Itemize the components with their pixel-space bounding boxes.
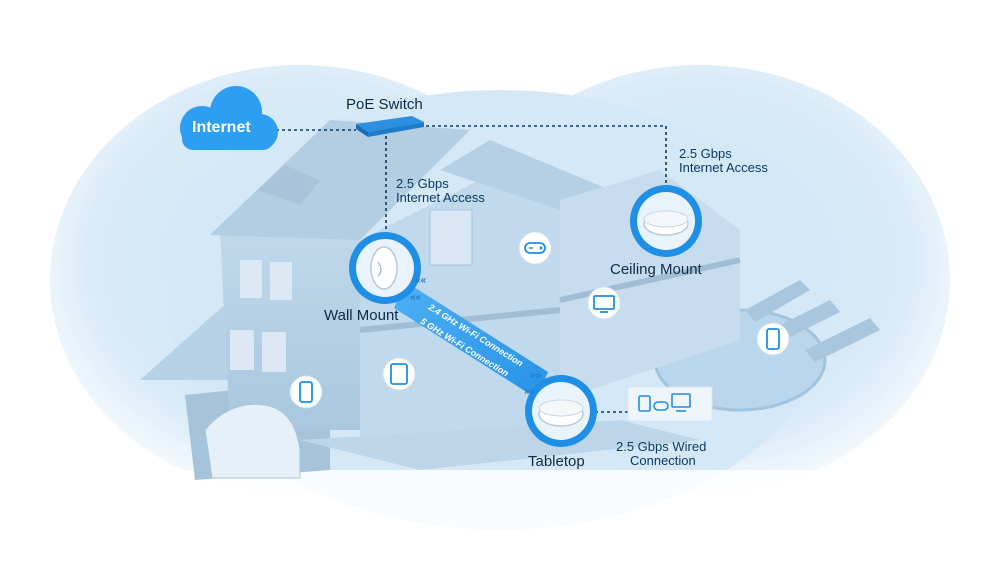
gamepad-icon [653, 401, 669, 411]
svg-text:»»: »» [530, 370, 542, 381]
ceiling-mount-label: Ceiling Mount [610, 261, 702, 278]
ceiling-mount-ap [630, 185, 702, 257]
wall-uplink-desc: Internet Access [396, 190, 485, 205]
internet-cloud [180, 86, 278, 150]
poe-switch [356, 116, 424, 137]
tabletop-ap [525, 375, 597, 447]
ceiling-uplink-desc: Internet Access [679, 160, 768, 175]
wired-speed: 2.5 Gbps Wired [616, 439, 707, 454]
internet-label: Internet [192, 119, 251, 136]
poe-switch-label: PoE Switch [346, 96, 423, 113]
wifi-arrows: «« «« »» »» [410, 275, 542, 397]
wired-devices-panel [627, 386, 713, 422]
tablet-icon [382, 357, 416, 391]
tablet-icon [638, 395, 651, 412]
wall-uplink-speed: 2.5 Gbps [396, 176, 449, 191]
svg-text:««: «« [415, 275, 427, 286]
phone-icon [756, 322, 790, 356]
wall-mount-label: Wall Mount [324, 307, 399, 324]
wired-links [276, 125, 667, 413]
monitor-icon [671, 393, 691, 408]
gamepad-icon [518, 231, 552, 265]
wifi-beam [394, 282, 548, 398]
svg-text:»»: »» [524, 386, 536, 397]
svg-text:««: «« [410, 292, 422, 303]
ceiling-uplink-speed: 2.5 Gbps [679, 146, 732, 161]
wall-mount-ap [349, 232, 421, 304]
phone-icon [289, 375, 323, 409]
tv-icon [587, 286, 621, 320]
tabletop-label: Tabletop [528, 453, 585, 470]
wired-desc: Connection [630, 453, 696, 468]
